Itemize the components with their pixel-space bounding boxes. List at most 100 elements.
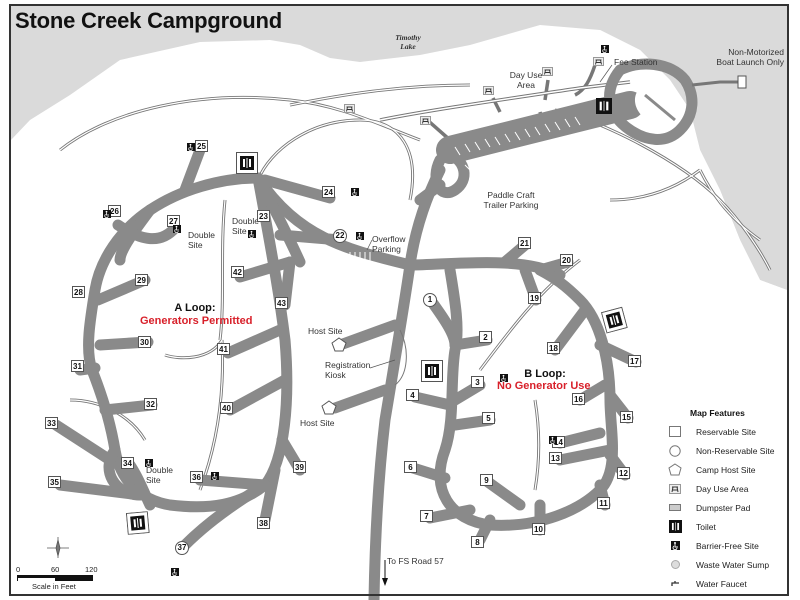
barrier-free-site-icon — [666, 540, 684, 552]
campsite-18: 18 — [547, 342, 560, 354]
toilet-icon — [596, 98, 612, 119]
campsite-9: 9 — [480, 474, 493, 486]
fee-station-label: Fee Station — [614, 57, 658, 67]
campsite-37: 37 — [175, 541, 189, 555]
campsite-24: 24 — [322, 186, 335, 198]
campsite-11: 11 — [597, 497, 610, 509]
campsite-6: 6 — [404, 461, 417, 473]
toilet-icon — [666, 520, 684, 533]
legend-item: Barrier-Free Site — [660, 536, 790, 555]
barrier-free-icon — [187, 138, 195, 156]
legend-item: Water Faucet — [660, 574, 790, 593]
campsite-32: 32 — [144, 398, 157, 410]
legend-title: Map Features — [690, 408, 745, 418]
campsite-31: 31 — [71, 360, 84, 372]
campsite-3: 3 — [471, 376, 484, 388]
campsite-29: 29 — [135, 274, 148, 286]
day-use-area-icon — [666, 483, 684, 495]
barrier-free-icon — [248, 225, 256, 243]
campsite-5: 5 — [482, 412, 495, 424]
scale-bar-graphic — [17, 575, 93, 582]
barrier-free-icon — [500, 369, 508, 387]
campsite-12: 12 — [617, 467, 630, 479]
scale-tick: 0 — [16, 565, 21, 574]
host-site-marker — [321, 400, 337, 415]
barrier-free-icon — [211, 467, 219, 485]
campsite-20: 20 — [560, 254, 573, 266]
a-loop-title: A Loop: — [174, 302, 216, 314]
picnic-table-icon — [344, 100, 355, 118]
scale-label: Scale in Feet — [32, 582, 76, 591]
campsite-26: 26 — [108, 205, 121, 217]
double-site-label: Double Site — [146, 465, 173, 485]
lake-label: Timothy Lake — [395, 33, 421, 51]
non-reservable-site-icon — [666, 444, 684, 457]
picnic-table-icon — [420, 112, 431, 130]
campsite-30: 30 — [138, 336, 151, 348]
map-legend: Map Features Reservable Site Non-Reserva… — [660, 408, 790, 593]
picnic-table-icon — [593, 53, 604, 71]
campsite-10: 10 — [532, 523, 545, 535]
compass-rose — [47, 537, 69, 558]
legend-item: Waste Water Sump — [660, 555, 790, 574]
picnic-table-icon — [542, 63, 553, 81]
campsite-2: 2 — [479, 331, 492, 343]
toilet-icon — [125, 511, 150, 540]
legend-item: Reservable Site — [660, 422, 790, 441]
barrier-free-icon — [145, 454, 153, 472]
barrier-free-icon — [351, 183, 359, 201]
campsite-40: 40 — [220, 402, 233, 414]
registration-kiosk-label: Registration Kiosk — [325, 360, 371, 380]
campsite-36: 36 — [190, 471, 203, 483]
legend-item: Camp Host Site — [660, 460, 790, 479]
campsite-8: 8 — [471, 536, 484, 548]
picnic-table-icon — [483, 82, 494, 100]
b-loop-title: B Loop: — [524, 368, 566, 380]
campsite-16: 16 — [572, 393, 585, 405]
campsite-13: 13 — [549, 452, 562, 464]
campsite-35: 35 — [48, 476, 61, 488]
campsite-34: 34 — [121, 457, 134, 469]
timothy-lake-water — [11, 6, 787, 290]
to-fs-road-label: To FS Road 57 — [387, 556, 444, 566]
campsite-22: 22 — [333, 229, 347, 243]
legend-item: Day Use Area — [660, 479, 790, 498]
overflow-parking-label: Overflow Parking — [372, 234, 406, 254]
campsite-7: 7 — [420, 510, 433, 522]
host-site-label: Host Site — [308, 326, 343, 336]
toilet-icon — [236, 152, 258, 179]
boat-launch-label: Non-Motorized Boat Launch Only — [716, 47, 784, 67]
scale-tick: 120 — [85, 565, 98, 574]
double-site-label: Double Site — [188, 230, 215, 250]
campsite-41: 41 — [217, 343, 230, 355]
campsite-23: 23 — [257, 210, 270, 222]
scale-tick: 60 — [51, 565, 60, 574]
campsite-1: 1 — [423, 293, 437, 307]
legend-item: Toilet — [660, 517, 790, 536]
barrier-free-icon — [549, 431, 557, 449]
campsite-28: 28 — [72, 286, 85, 298]
water-faucet-icon — [666, 578, 684, 590]
barrier-free-icon — [103, 205, 111, 223]
campsite-39: 39 — [293, 461, 306, 473]
host-site-label: Host Site — [300, 418, 335, 428]
b-loop-generator-note: No Generator Use — [497, 380, 591, 392]
dumpster-pad-icon — [666, 502, 684, 514]
host-site-marker — [331, 337, 347, 352]
campsite-19: 19 — [528, 292, 541, 304]
camp-host-site-icon — [666, 463, 684, 476]
paddle-craft-label: Paddle Craft Trailer Parking — [483, 190, 539, 210]
campsite-4: 4 — [406, 389, 419, 401]
campsite-38: 38 — [257, 517, 270, 529]
reservable-site-icon — [666, 426, 684, 438]
toilet-icon — [421, 360, 443, 387]
legend-item: Non-Reservable Site — [660, 441, 790, 460]
legend-item: Dumpster Pad — [660, 498, 790, 517]
campsite-21: 21 — [518, 237, 531, 249]
double-site-label: Double Site — [232, 216, 259, 236]
campsite-15: 15 — [620, 411, 633, 423]
campsite-17: 17 — [628, 355, 641, 367]
campground-roads — [50, 58, 698, 600]
toilet-icon — [600, 306, 629, 339]
